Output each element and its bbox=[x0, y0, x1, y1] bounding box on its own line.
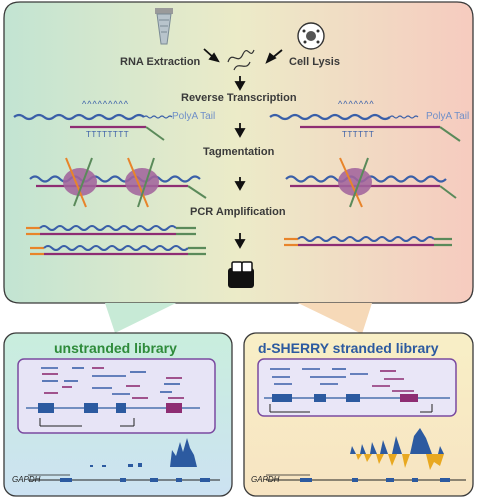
tn5-icon bbox=[338, 168, 372, 196]
stranded-coverage-antisense bbox=[356, 454, 444, 470]
stranded-reads-box bbox=[257, 358, 457, 417]
step-reverse-transcription: Reverse Transcription bbox=[181, 92, 297, 104]
stranded-library-title: d-SHERRY stranded library bbox=[258, 340, 439, 356]
rt-left: ^^^^^^^^^ TTTTTTTT bbox=[13, 99, 173, 141]
stranded-reads bbox=[264, 368, 450, 413]
step-tagmentation: Tagmentation bbox=[203, 146, 275, 158]
rna-scribble-icon bbox=[227, 49, 255, 71]
gene-label-right: GAPDH bbox=[251, 475, 280, 484]
tn5-icon bbox=[125, 168, 159, 196]
tube-icon bbox=[155, 8, 173, 45]
unstranded-gene-track bbox=[28, 474, 220, 482]
polya-tail-label-left: PolyA Tail bbox=[172, 111, 216, 122]
svg-text:TTTTTTTT: TTTTTTTT bbox=[86, 130, 129, 139]
sequencer-icon bbox=[228, 261, 254, 288]
tn5-icon bbox=[63, 168, 97, 196]
gene-label-left: GAPDH bbox=[12, 475, 41, 484]
step-pcr-amplification: PCR Amplification bbox=[190, 206, 286, 218]
unstranded-coverage bbox=[90, 438, 197, 467]
stranded-coverage-sense bbox=[350, 428, 444, 454]
svg-text:^^^^^^^^^: ^^^^^^^^^ bbox=[82, 99, 129, 109]
step-cell-lysis: Cell Lysis bbox=[289, 56, 340, 68]
unstranded-library-title: unstranded library bbox=[54, 340, 177, 356]
tagmentation-right bbox=[285, 157, 457, 208]
polya-tail-label-right: PolyA Tail bbox=[426, 111, 470, 122]
connector-left bbox=[105, 303, 176, 333]
arrow-icons bbox=[203, 48, 283, 249]
pcr-products-left bbox=[26, 225, 206, 256]
connector-right bbox=[298, 303, 372, 334]
tagmentation-left bbox=[29, 157, 207, 208]
unstranded-reads-box bbox=[17, 358, 216, 434]
svg-text:TTTTTT: TTTTTT bbox=[342, 130, 374, 139]
stranded-gene-track bbox=[266, 474, 466, 482]
step-rna-extraction: RNA Extraction bbox=[120, 56, 201, 68]
pcr-products-right bbox=[284, 236, 452, 247]
rt-right: ^^^^^^^ TTTTTT bbox=[269, 99, 461, 142]
unstranded-reads bbox=[26, 367, 200, 427]
svg-text:^^^^^^^: ^^^^^^^ bbox=[338, 99, 375, 109]
cell-icon bbox=[297, 22, 325, 50]
